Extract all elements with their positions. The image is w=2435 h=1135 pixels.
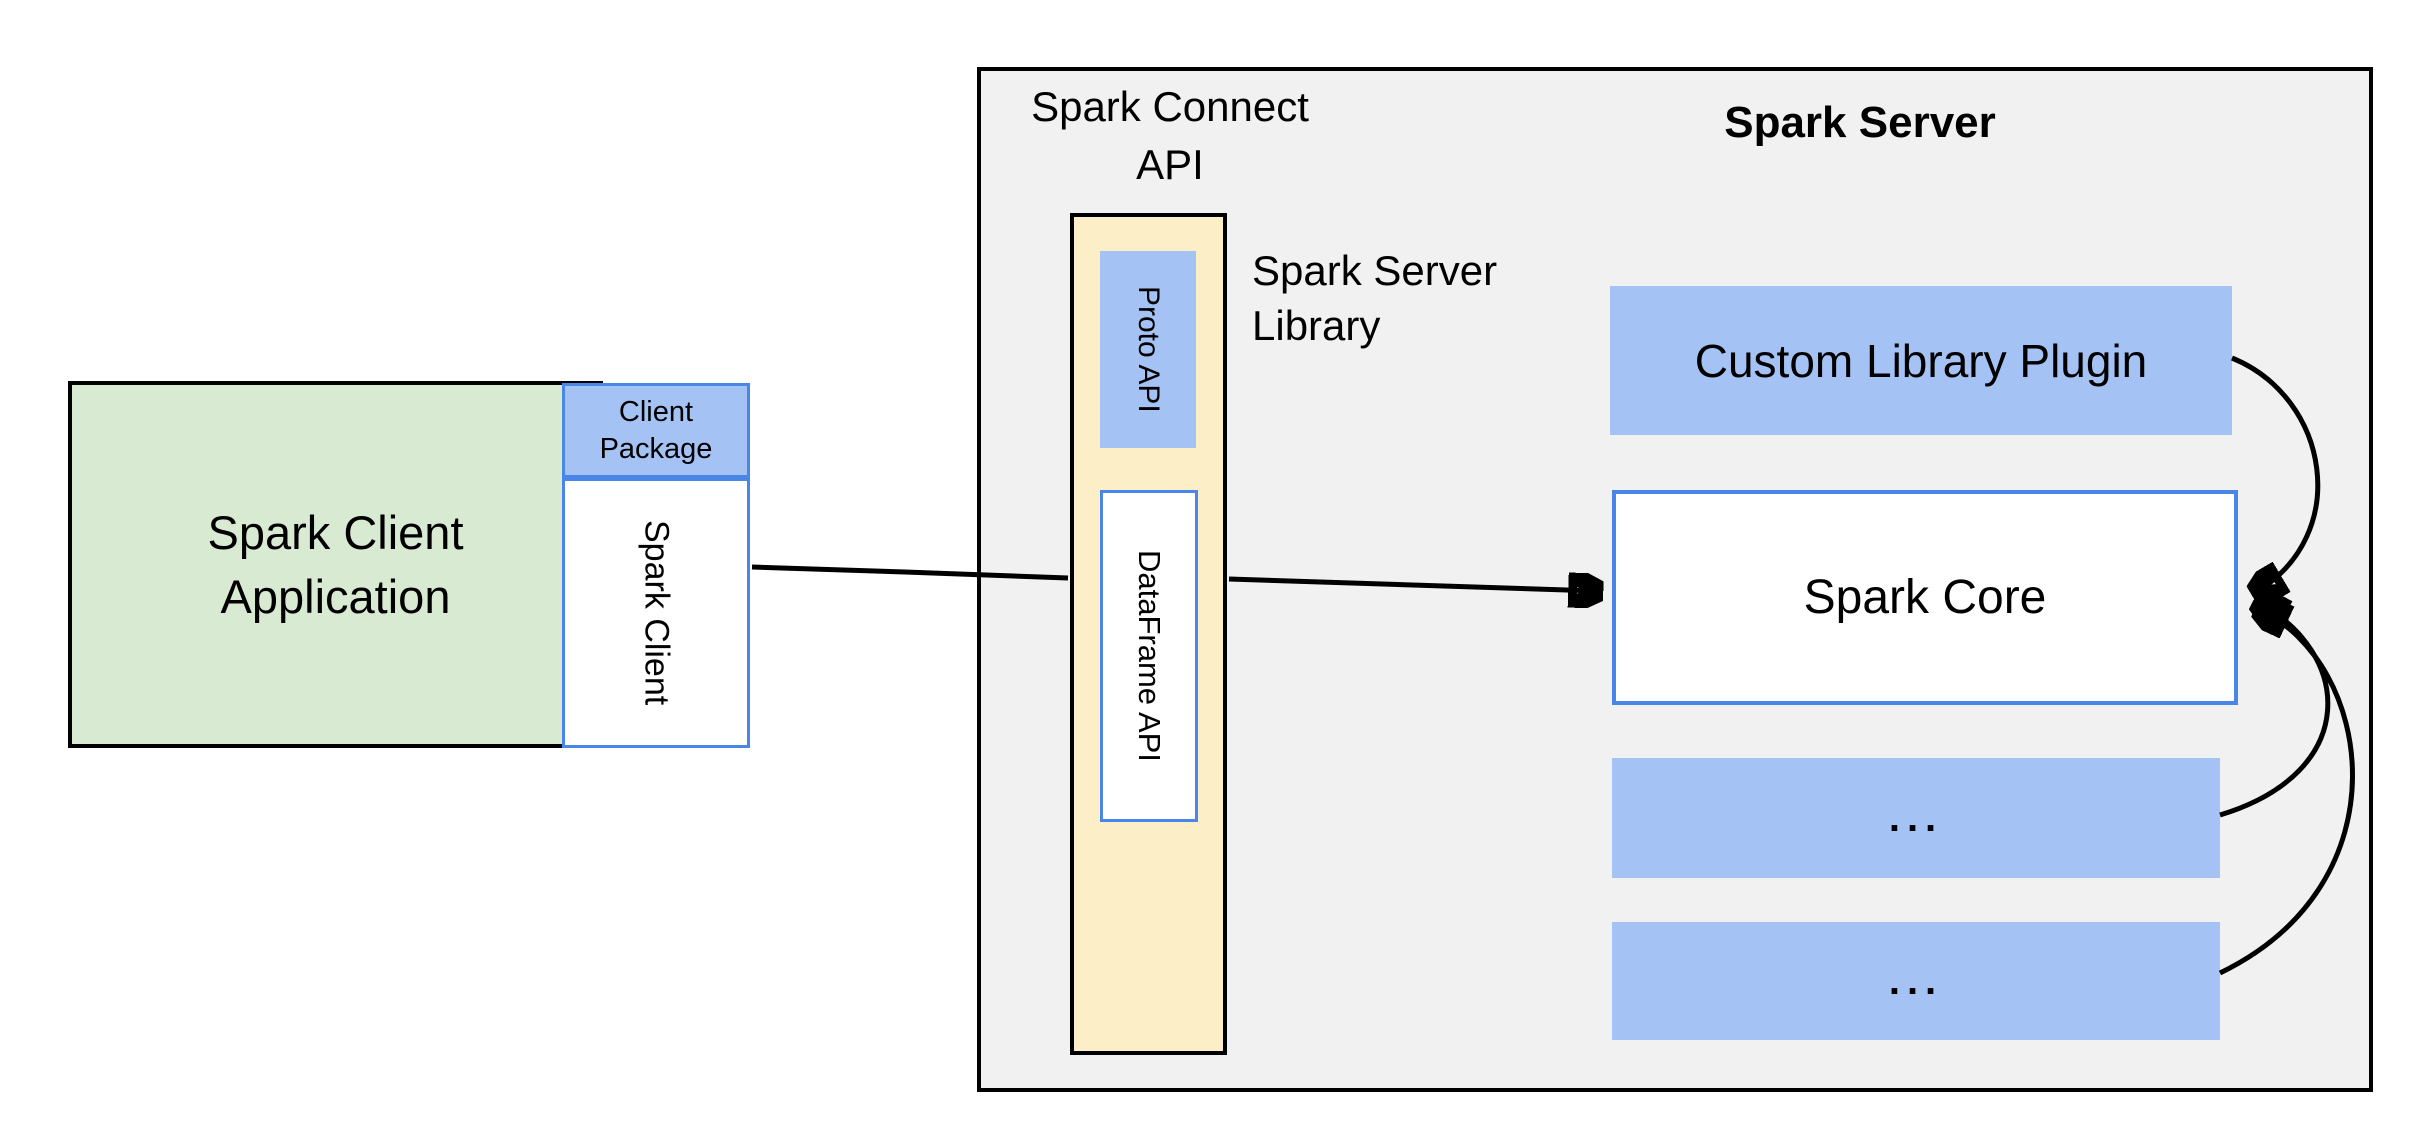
spark-connect-api-label: Spark Connect API (1000, 78, 1340, 194)
spark-server-library-label: Spark Server Library (1252, 243, 1497, 354)
client-package-line2: Package (599, 432, 713, 465)
more-plugins-label-1: ... (1888, 795, 1944, 840)
spark-client-application-line2: Application (220, 569, 451, 623)
spark-client-application-label: Spark Client Application (208, 501, 464, 628)
spark-core-box: Spark Core (1612, 490, 2238, 705)
proto-api-box: Proto API (1100, 251, 1196, 448)
custom-library-plugin-label: Custom Library Plugin (1694, 334, 2148, 387)
more-plugins-label-2: ... (1888, 958, 1944, 1003)
dataframe-api-box: DataFrame API (1100, 490, 1198, 822)
spark-client-label: Spark Client (637, 520, 676, 706)
spark-client-application-line1: Spark Client (207, 506, 464, 560)
more-plugins-box-2: ... (1612, 922, 2220, 1040)
custom-library-plugin-box: Custom Library Plugin (1610, 286, 2232, 435)
client-package-label: Client Package (600, 394, 713, 467)
proto-api-label: Proto API (1132, 286, 1165, 413)
client-package-line1: Client (618, 396, 694, 429)
more-plugins-box-1: ... (1612, 758, 2220, 878)
spark-connect-api-line1: Spark Connect (1031, 83, 1309, 130)
spark-server-library-line1: Spark Server (1252, 247, 1498, 294)
spark-server-library-line2: Library (1252, 302, 1381, 350)
spark-client-application-box: Spark Client Application (68, 381, 603, 748)
spark-connect-api-line2: API (1136, 140, 1204, 188)
dataframe-api-label: DataFrame API (1132, 550, 1167, 762)
spark-client-box: Spark Client (562, 478, 750, 748)
client-package-box: Client Package (562, 383, 750, 478)
spark-core-label: Spark Core (1803, 571, 2047, 624)
spark-server-title: Spark Server (1724, 98, 1996, 147)
